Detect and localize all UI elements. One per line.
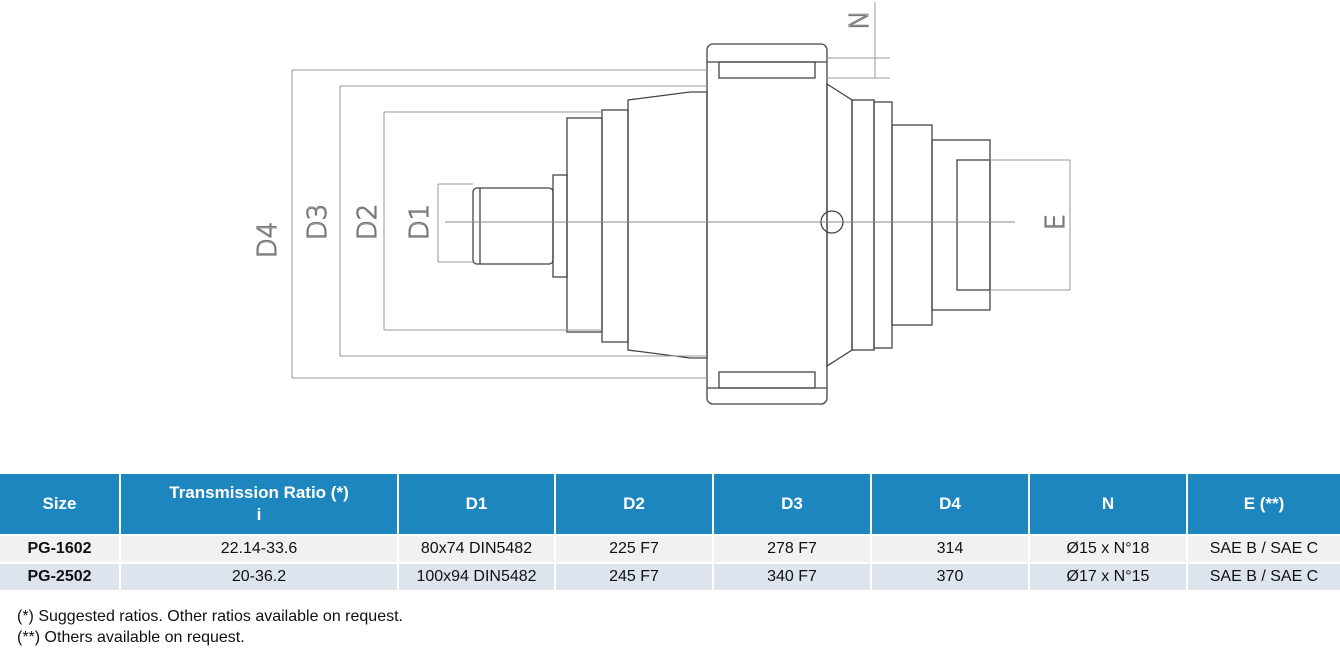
- cell-size: PG-2502: [0, 562, 120, 590]
- col-header-d4: D4: [870, 474, 1029, 535]
- col-header-d1: D1: [397, 474, 555, 535]
- gearbox-technical-drawing: D4 D3 D2 D1 E N: [252, 2, 1072, 405]
- specification-table: Size Transmission Ratio (*) i D1 D2 D3 D…: [0, 474, 1340, 590]
- dim-label-d3: D3: [303, 204, 333, 241]
- footnote-others: (**) Others available on request.: [17, 629, 245, 646]
- cell-d3: 278 F7: [712, 534, 871, 563]
- dim-label-e: E: [1041, 214, 1071, 230]
- cell-ratio: 22.14-33.6: [119, 534, 398, 563]
- dim-label-d2: D2: [353, 204, 383, 241]
- cell-e: SAE B / SAE C: [1186, 562, 1340, 590]
- dimension-lines: [291, 2, 1071, 379]
- cell-size: PG-1602: [0, 534, 120, 563]
- table-row: PG-2502 20-36.2 100x94 DIN5482 245 F7 34…: [0, 562, 1340, 590]
- gearbox-outline: [472, 43, 991, 405]
- cell-d2: 225 F7: [554, 534, 713, 563]
- table-header-row: Size Transmission Ratio (*) i D1 D2 D3 D…: [0, 474, 1340, 535]
- col-header-size: Size: [0, 474, 120, 535]
- ratio-header-line1: Transmission Ratio (*): [169, 483, 349, 502]
- footnote-ratios: (*) Suggested ratios. Other ratios avail…: [17, 608, 403, 625]
- dim-label-d4: D4: [253, 222, 283, 259]
- cell-d2: 245 F7: [554, 562, 713, 590]
- dim-label-n: N: [845, 10, 875, 29]
- cell-n: Ø17 x N°15: [1028, 562, 1187, 590]
- ratio-header-line2: i: [256, 505, 262, 524]
- table-row: PG-1602 22.14-33.6 80x74 DIN5482 225 F7 …: [0, 534, 1340, 563]
- cell-ratio: 20-36.2: [119, 562, 398, 590]
- cell-d4: 370: [870, 562, 1029, 590]
- footnotes: (*) Suggested ratios. Other ratios avail…: [17, 606, 403, 648]
- col-header-d2: D2: [554, 474, 713, 535]
- cell-d3: 340 F7: [712, 562, 871, 590]
- cell-n: Ø15 x N°18: [1028, 534, 1187, 563]
- cell-d1: 100x94 DIN5482: [397, 562, 555, 590]
- cell-e: SAE B / SAE C: [1186, 534, 1340, 563]
- col-header-n: N: [1028, 474, 1187, 535]
- dim-label-d1: D1: [405, 204, 435, 241]
- col-header-transmission-ratio: Transmission Ratio (*) i: [119, 474, 398, 535]
- col-header-e: E (**): [1186, 474, 1340, 535]
- col-header-d3: D3: [712, 474, 871, 535]
- cell-d1: 80x74 DIN5482: [397, 534, 555, 563]
- cell-d4: 314: [870, 534, 1029, 563]
